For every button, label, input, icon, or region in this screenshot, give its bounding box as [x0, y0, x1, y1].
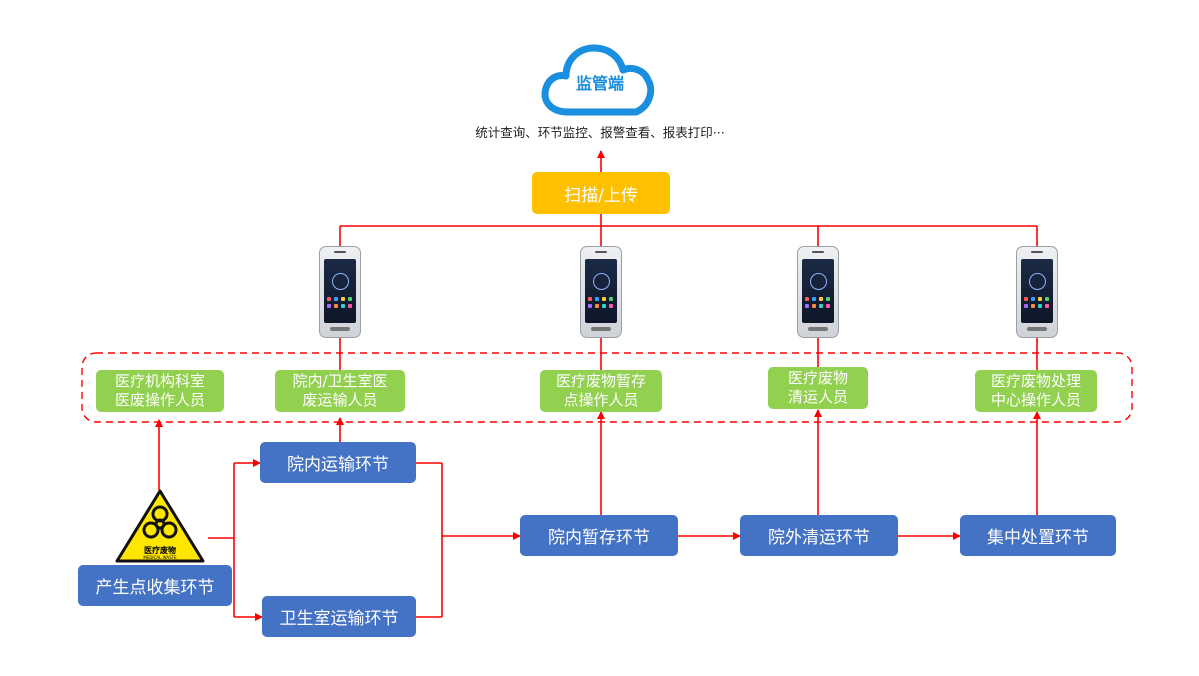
personnel-group-border: [81, 352, 1133, 423]
personnel-box-cleanup: 医疗废物 清运人员: [768, 367, 868, 409]
cloud-label: 监管端: [575, 74, 624, 93]
stage-clinic-transport: 卫生室运输环节: [262, 596, 416, 637]
personnel-box-disposal: 医疗废物处理 中心操作人员: [975, 370, 1097, 412]
personnel-label: 院内/卫生室医 废运输人员: [292, 372, 388, 409]
handheld-terminal-icon: [797, 246, 839, 338]
scan-upload-label: 扫描/上传: [564, 185, 638, 206]
stage-label: 集中处置环节: [987, 528, 1089, 548]
personnel-label: 医疗废物处理 中心操作人员: [990, 372, 1081, 409]
cloud-icon: [541, 44, 655, 116]
personnel-label: 医疗废物暂存 点操作人员: [555, 372, 646, 409]
biohazard-icon: [115, 489, 205, 563]
hazard-sublabel: MEDICAL WASTE: [143, 555, 177, 560]
handheld-terminal-icon: [1016, 246, 1058, 338]
handheld-terminal-icon: [319, 246, 361, 338]
personnel-box-storage: 医疗废物暂存 点操作人员: [540, 370, 662, 412]
stage-label: 卫生室运输环节: [279, 609, 399, 629]
personnel-label: 医疗废物 清运人员: [787, 369, 848, 406]
personnel-label: 医疗机构科室 医废操作人员: [114, 372, 205, 409]
stage-hospital-transport: 院内运输环节: [260, 442, 416, 483]
stage-temp-storage: 院内暂存环节: [520, 515, 678, 556]
personnel-box-department: 医疗机构科室 医废操作人员: [96, 370, 224, 412]
monitor-caption: 统计查询、环节监控、报警查看、报表打印···: [475, 125, 725, 140]
stage-label: 院内运输环节: [287, 455, 389, 475]
stage-label: 院内暂存环节: [548, 528, 650, 548]
stage-label: 院外清运环节: [768, 528, 870, 548]
stage-collection: 产生点收集环节: [78, 565, 232, 606]
hazard-label: 医疗废物: [144, 546, 176, 555]
scan-upload-box: 扫描/上传: [532, 172, 670, 214]
stage-label: 产生点收集环节: [95, 578, 215, 598]
stage-external-transport: 院外清运环节: [740, 515, 898, 556]
stage-central-disposal: 集中处置环节: [960, 515, 1116, 556]
personnel-box-transport: 院内/卫生室医 废运输人员: [275, 370, 405, 412]
handheld-terminal-icon: [580, 246, 622, 338]
